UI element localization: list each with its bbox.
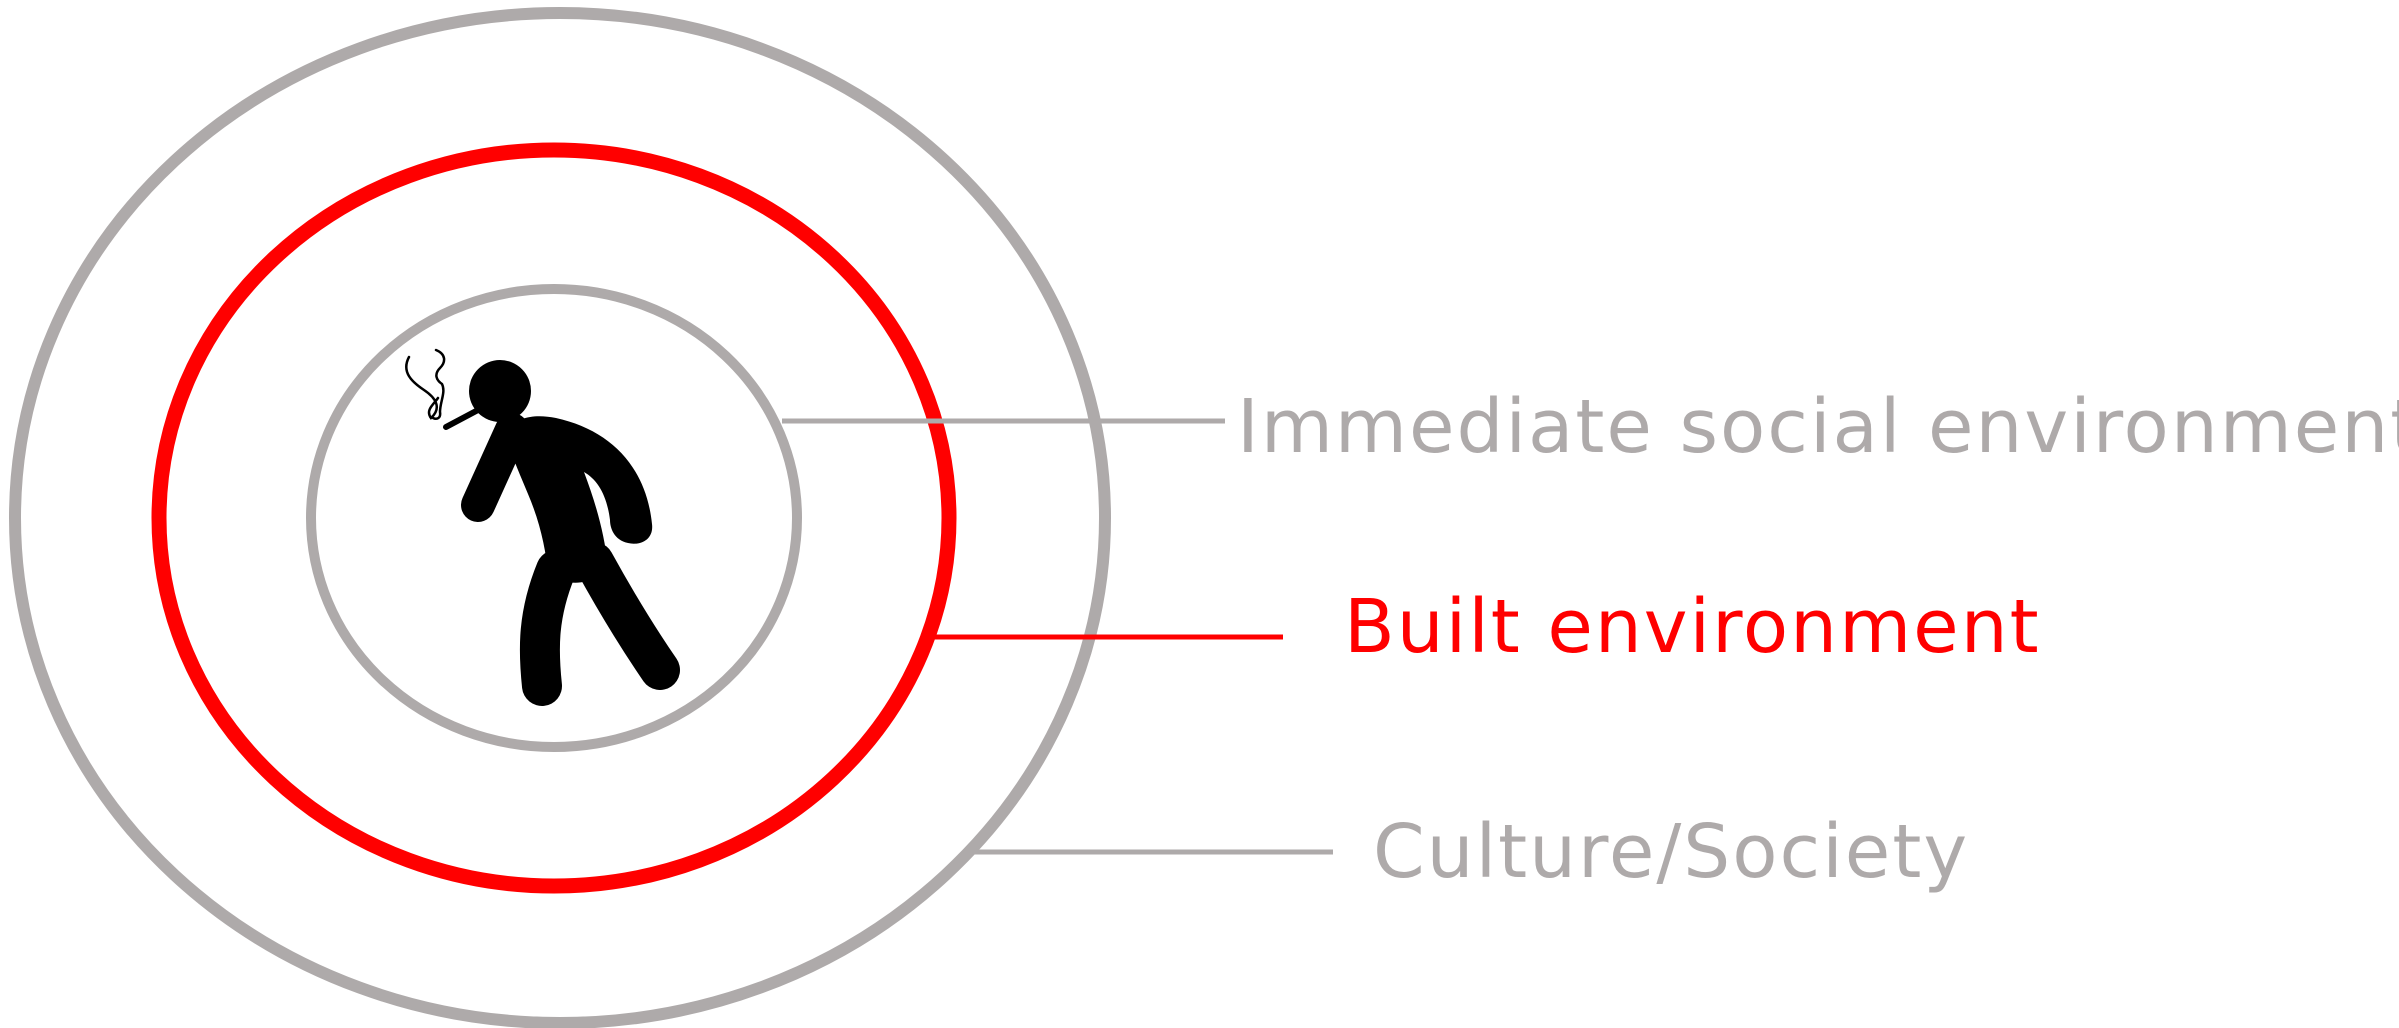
figure-head: [469, 360, 531, 422]
cigarette: [443, 407, 481, 430]
culture-society-ring: [9, 7, 1111, 1028]
smoking-person-icon: [405, 348, 680, 706]
figure-front-arm: [461, 413, 529, 522]
built-environment-ring: [151, 142, 957, 894]
immediate-social-environment-label: Immediate social environment: [1237, 384, 2399, 470]
built-environment-label: Built environment: [1344, 584, 2041, 670]
figure-left-leg: [519, 550, 576, 706]
immediate-social-environment-ring: [306, 284, 802, 752]
smoke-wisp-right: [431, 348, 446, 420]
culture-society-label: Culture/Society: [1373, 809, 1969, 895]
figure-torso: [506, 416, 653, 583]
figure-right-leg: [574, 542, 680, 690]
smoke-wisp-left: [405, 355, 440, 420]
